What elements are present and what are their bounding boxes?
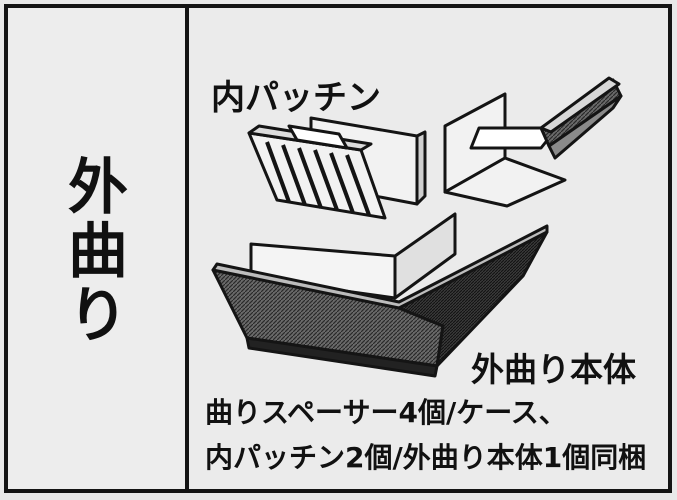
contents-line-2: 内パッチン2個/外曲り本体1個同梱 — [205, 436, 646, 476]
side-title: 外 曲 り — [48, 156, 148, 348]
side-title-char-1: 外 — [48, 156, 148, 220]
side-title-char-2: 曲 — [48, 220, 148, 284]
side-title-char-3: り — [48, 284, 148, 348]
left-panel: 外 曲 り — [8, 8, 185, 489]
inner-patch-illustration — [249, 118, 425, 218]
illustration-panel: 内パッチン 外曲り本体 曲りスペーサー4個/ケース、 内パッチン2個/外曲り本体… — [189, 8, 668, 489]
diagram-frame: 外 曲 り — [4, 4, 672, 493]
outer-corner-body-label: 外曲り本体 — [471, 343, 636, 391]
contents-line-1: 曲りスペーサー4個/ケース、 — [205, 391, 567, 431]
inner-patch-label: 内パッチン — [211, 70, 381, 119]
inner-patch-right-illustration — [445, 78, 621, 206]
